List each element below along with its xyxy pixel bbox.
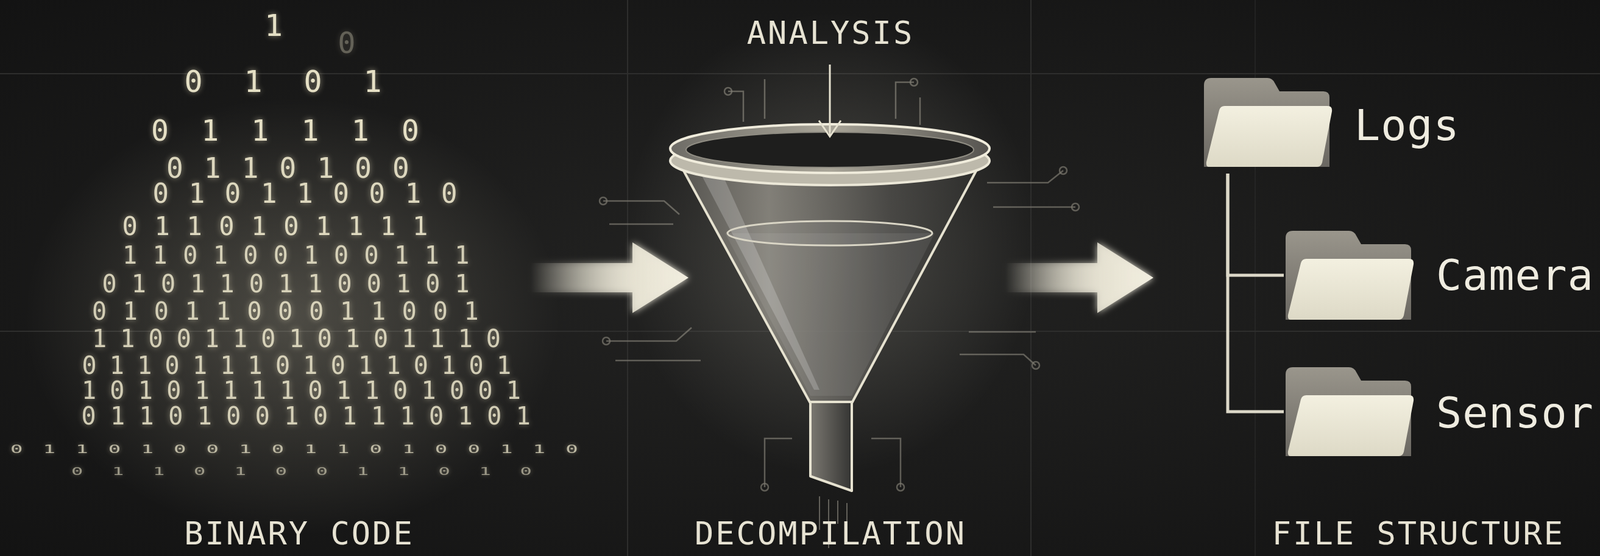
flow-arrow [530,242,689,314]
folder-node: Camera [1283,226,1596,325]
folder-node: Sensor [1283,363,1596,461]
binary-digits: 0 1 0 1 1 0 0 1 0 [152,180,459,208]
binary-digits: 0 1 1 0 1 0 0 [166,154,412,183]
folder-icon [1285,366,1415,458]
binary-digits: 0 1 1 1 1 0 [151,115,427,146]
binary-digits: 1 1 0 0 1 1 0 1 0 1 0 1 1 1 0 [92,326,501,351]
funnel-stem [810,402,852,492]
analysis-pointer-head [818,120,841,137]
folder-icon [1203,76,1334,169]
binary-digits: 1 [264,10,283,41]
funnel-highlight [700,173,820,390]
binary-stage: BINARY CODE [10,0,531,556]
circuit-pad [896,483,905,492]
pile-glow [24,97,561,537]
circuit-pad [1059,166,1067,175]
circuit-pad [761,483,769,492]
folder-label: Camera [1436,254,1594,297]
circuit-pad [602,337,610,345]
folder-node: Logs [1203,71,1485,174]
analysis-pointer [829,64,832,136]
binary-digits: 0 1 1 0 1 0 0 1 0 1 1 1 0 1 0 1 [81,403,531,429]
decompilation-funnel: ANALYSIS DECOMPILATION [688,0,1006,556]
binary-digits: 0 1 1 0 1 0 1 1 1 1 [121,213,429,240]
binary-digits: 0 [338,28,356,58]
binary-digits: 1 1 0 1 0 0 1 0 0 1 1 1 [122,243,470,268]
binary-digits: 0 1 1 0 1 0 0 1 1 0 1 0 [71,466,541,478]
folder-front [1206,106,1332,167]
circuit-pad [1032,361,1040,370]
binary-digits: 1 0 1 0 1 1 1 1 0 1 1 0 1 0 0 1 [81,378,521,403]
folder-front [1288,395,1414,457]
stage-heading: ANALYSIS [746,17,914,49]
binary-digits: 0 1 0 1 1 0 0 0 1 1 0 0 1 [92,299,480,324]
binary-digits: 0 1 1 0 1 0 0 1 0 1 1 0 1 0 0 1 1 0 [10,443,582,456]
binary-digits: 0 1 0 1 1 0 1 1 0 0 1 0 1 [101,271,470,297]
funnel-group [622,12,1038,549]
folder-icon [1285,229,1415,322]
flow-arrow [1005,242,1154,314]
binary-digits: 0 1 1 0 1 1 1 0 1 0 1 1 0 1 0 1 [81,353,510,378]
tree-connector [1227,173,1284,276]
folder-label: Logs [1354,104,1460,147]
funnel-cone [677,159,983,404]
circuit-pad [1071,203,1080,211]
folder-front [1288,258,1414,320]
stage-caption: DECOMPILATION [694,517,967,550]
tree-connector [1227,173,1284,412]
file-structure-panel: FILE STRUCTURE LogsCameraSensor [1153,0,1600,556]
stage-caption: BINARY CODE [184,517,414,550]
circuit-pad [599,197,607,205]
liquid-surface [727,221,933,246]
funnel-shape [688,0,1006,556]
binary-digits: 0 1 0 1 [184,66,393,97]
stage-caption: FILE STRUCTURE [1272,517,1565,550]
folder-label: Sensor [1436,391,1594,435]
